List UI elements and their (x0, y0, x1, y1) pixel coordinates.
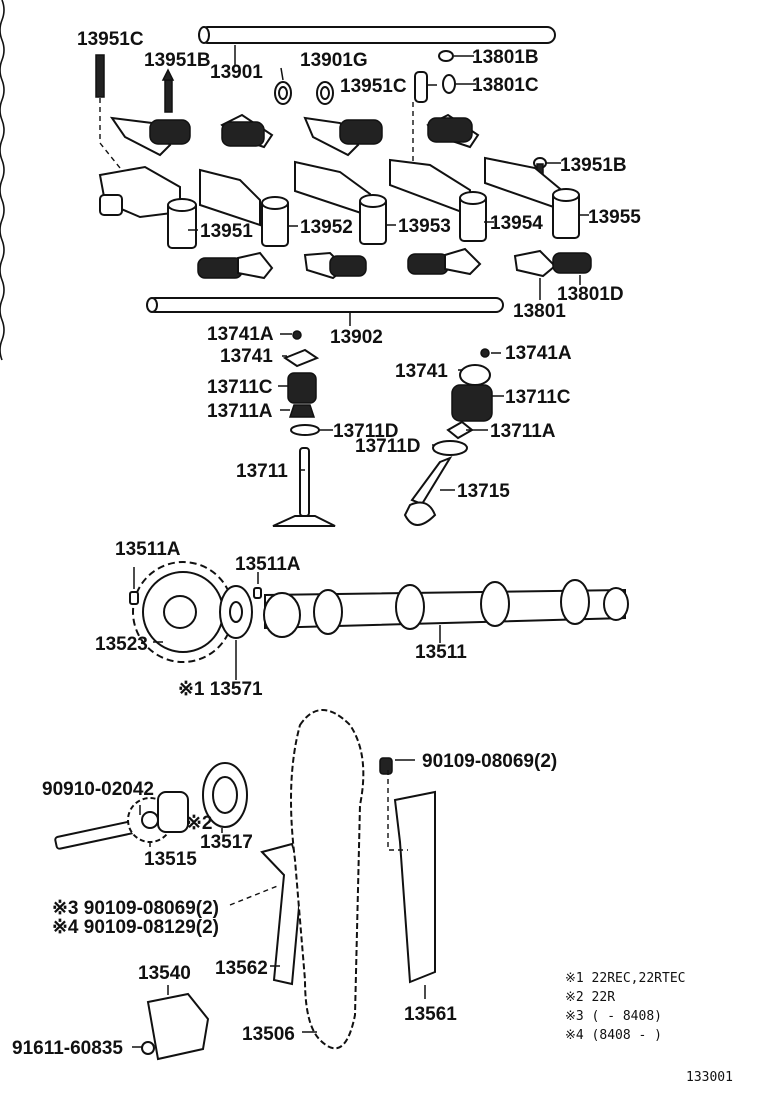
valve-parts-left (272, 330, 336, 527)
label-90109-08069-n3: ※3 90109-08069(2) (52, 898, 219, 919)
label-13711a-left: 13711A (207, 401, 273, 422)
label-13517-mark: ※2 (186, 813, 213, 834)
label-13741a-left: 13741A (207, 324, 274, 345)
tensioner-13540 (141, 992, 210, 1061)
bolt-90109-top (379, 757, 393, 775)
camshaft-13511 (263, 579, 629, 638)
label-13715: 13715 (457, 481, 510, 502)
label-13902: 13902 (330, 327, 383, 348)
label-90910-02042: 90910-02042 (42, 779, 154, 800)
label-13741-right: 13741 (395, 361, 448, 382)
label-13540: 13540 (138, 963, 191, 984)
cam-bearing-caps (98, 156, 580, 249)
label-13741a-right: 13741A (505, 343, 572, 364)
label-13954: 13954 (490, 213, 543, 234)
diagram-code: 133001 (686, 1070, 733, 1085)
label-13711a-right: 13711A (490, 421, 556, 442)
label-13711: 13711 (236, 461, 288, 482)
label-13523: 13523 (95, 634, 148, 655)
cam-sprocket-13523 (132, 561, 234, 663)
label-13953: 13953 (398, 216, 451, 237)
label-13951c-mid: 13951C (340, 76, 407, 97)
label-13952: 13952 (300, 217, 353, 238)
label-90109-08069-top: 90109-08069(2) (422, 751, 557, 772)
bolt-13951b-top (161, 68, 175, 113)
label-13801c: 13801C (472, 75, 539, 96)
label-13741-left: 13741 (220, 346, 273, 367)
bolt-13951b-right (533, 157, 547, 175)
label-13711c-right: 13711C (505, 387, 571, 408)
label-13901: 13901 (210, 62, 263, 83)
label-13711c-left: 13711C (207, 377, 273, 398)
lower-rocker-arms (197, 247, 592, 280)
pin-13511a-right (253, 587, 262, 599)
label-91611-60835: 91611-60835 (12, 1038, 123, 1059)
pulley-13517 (202, 762, 248, 828)
label-13951: 13951 (200, 221, 253, 242)
label-13561: 13561 (404, 1004, 457, 1025)
washer-13571 (219, 585, 253, 639)
chain-guide-13561 (393, 790, 436, 984)
leader-lines (132, 45, 589, 1048)
note-4: ※4 (8408 - ) (565, 1028, 662, 1043)
upper-rocker-arms (109, 113, 480, 157)
label-13517: 13517 (200, 832, 253, 853)
label-13571: ※1 13571 (178, 679, 263, 700)
note-2: ※2 22R (565, 990, 615, 1005)
washer-13801c (442, 74, 456, 94)
label-13951b-top: 13951B (144, 50, 211, 71)
chain-damper-13562 (260, 842, 304, 986)
label-13515: 13515 (144, 849, 197, 870)
screw-13951c-mid (414, 71, 428, 103)
clip-13801b (438, 50, 454, 62)
label-13801b: 13801B (472, 47, 539, 68)
label-13801: 13801 (513, 301, 566, 322)
alignment-dashes (99, 98, 414, 906)
label-13711d-left: 13711D (333, 421, 399, 442)
pin-13511a-left (129, 591, 139, 605)
label-13901g: 13901G (300, 50, 368, 71)
cap-13901g-pair (274, 81, 334, 105)
label-13801d: 13801D (557, 284, 624, 305)
notes-legend: ※1 22REC,22RTEC ※2 22R ※3 ( - 8408) ※4 (… (565, 971, 685, 1043)
left-edge-border (0, 0, 5, 361)
label-13562: 13562 (215, 958, 268, 979)
label-13955: 13955 (588, 207, 641, 228)
rocker-shaft-13901 (198, 26, 556, 44)
sprocket-13515 (127, 791, 189, 843)
label-13511: 13511 (415, 642, 467, 663)
label-13711d-right: 13711D (355, 436, 421, 457)
label-13951b-right: 13951B (560, 155, 627, 176)
label-13506: 13506 (242, 1024, 295, 1045)
valve-parts-right (403, 348, 493, 526)
rocker-shaft-13902 (146, 297, 504, 313)
note-3: ※3 ( - 8408) (565, 1009, 662, 1024)
timing-chain-13506 (290, 709, 365, 1050)
label-90109-08129-n4: ※4 90109-08129(2) (52, 917, 219, 938)
screw-13951c-top (95, 54, 105, 98)
label-13511a-left: 13511A (115, 539, 181, 560)
label-13951c-top: 13951C (77, 29, 144, 50)
label-13511a-right: 13511A (235, 554, 301, 575)
note-1: ※1 22REC,22RTEC (565, 971, 685, 986)
